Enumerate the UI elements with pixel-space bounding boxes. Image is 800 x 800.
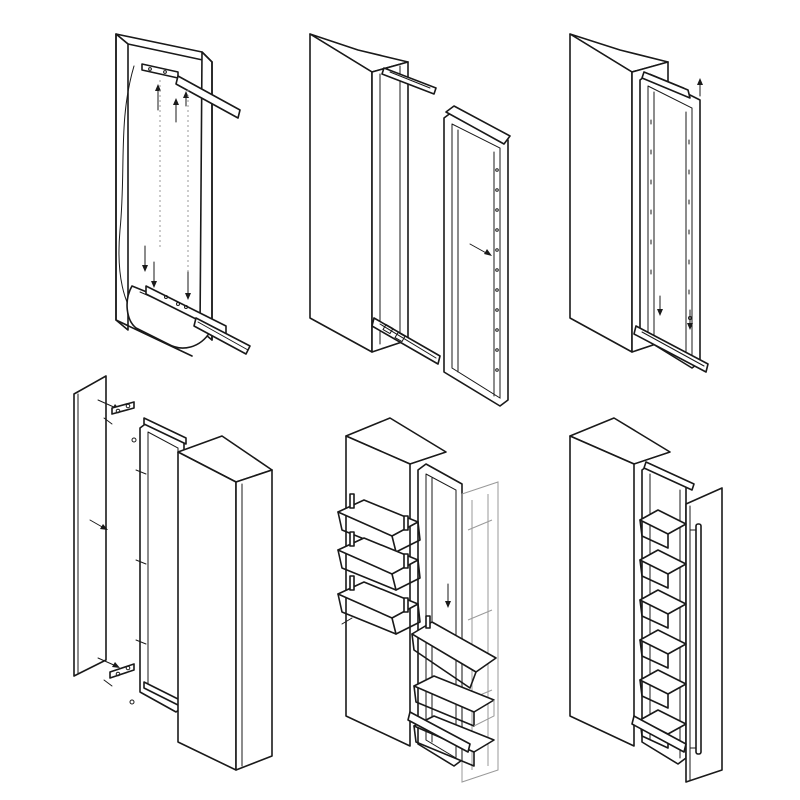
step-5-hang-baskets [337,417,499,783]
pantry-basket-2 [639,549,687,589]
pantry-basket-1 [639,509,687,549]
basket-2 [337,531,421,591]
pantry-basket-5 [639,669,687,709]
step-3-frame-installed [569,33,709,373]
pantry-basket-4 [639,629,687,669]
frame-slot-holes [495,168,499,372]
step-1-mount-guides [115,33,251,357]
basket-mounted-1 [413,675,495,727]
frame-slot-holes-step3 [650,119,690,295]
step-4-attach-door-panel [73,375,273,771]
pantry-basket-3 [639,589,687,629]
basket-3 [337,575,421,635]
step-2-insert-frame [309,33,511,407]
basket-tilted [411,615,497,689]
step-6-completed-pantry [569,417,723,783]
